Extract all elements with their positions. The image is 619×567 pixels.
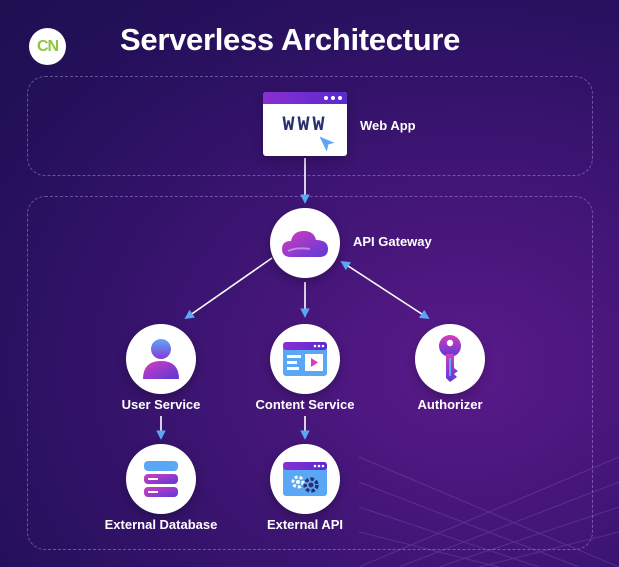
content-service-node <box>270 324 340 394</box>
external-database-label: External Database <box>104 517 218 532</box>
api-settings-icon <box>283 462 327 496</box>
page-title: Serverless Architecture <box>120 22 461 57</box>
api-gateway-node <box>270 208 340 278</box>
user-icon <box>143 339 179 379</box>
browser-bar <box>263 92 347 104</box>
database-icon <box>144 461 178 497</box>
external-api-label: External API <box>266 517 344 532</box>
cloud-icon <box>282 231 328 257</box>
cursor-icon <box>316 133 340 156</box>
media-window-icon <box>283 342 327 376</box>
web-app-label: Web App <box>360 118 416 133</box>
edge-gateway-authorizer <box>340 260 430 320</box>
client-tier-group <box>27 76 593 176</box>
content-service-label: Content Service <box>255 397 355 412</box>
external-api-node <box>270 444 340 514</box>
web-app-screen-text: WWW <box>282 114 328 137</box>
authorizer-label: Authorizer <box>417 397 483 412</box>
web-app-node: WWW <box>263 92 347 156</box>
authorizer-node <box>415 324 485 394</box>
brand-logo: CN <box>29 28 66 65</box>
key-icon <box>439 335 461 382</box>
user-service-node <box>126 324 196 394</box>
api-gateway-label: API Gateway <box>353 234 432 249</box>
backend-tier-group <box>27 196 593 550</box>
user-service-label: User Service <box>121 397 201 412</box>
edge-gateway-to-user-service <box>184 257 273 320</box>
external-database-node <box>126 444 196 514</box>
